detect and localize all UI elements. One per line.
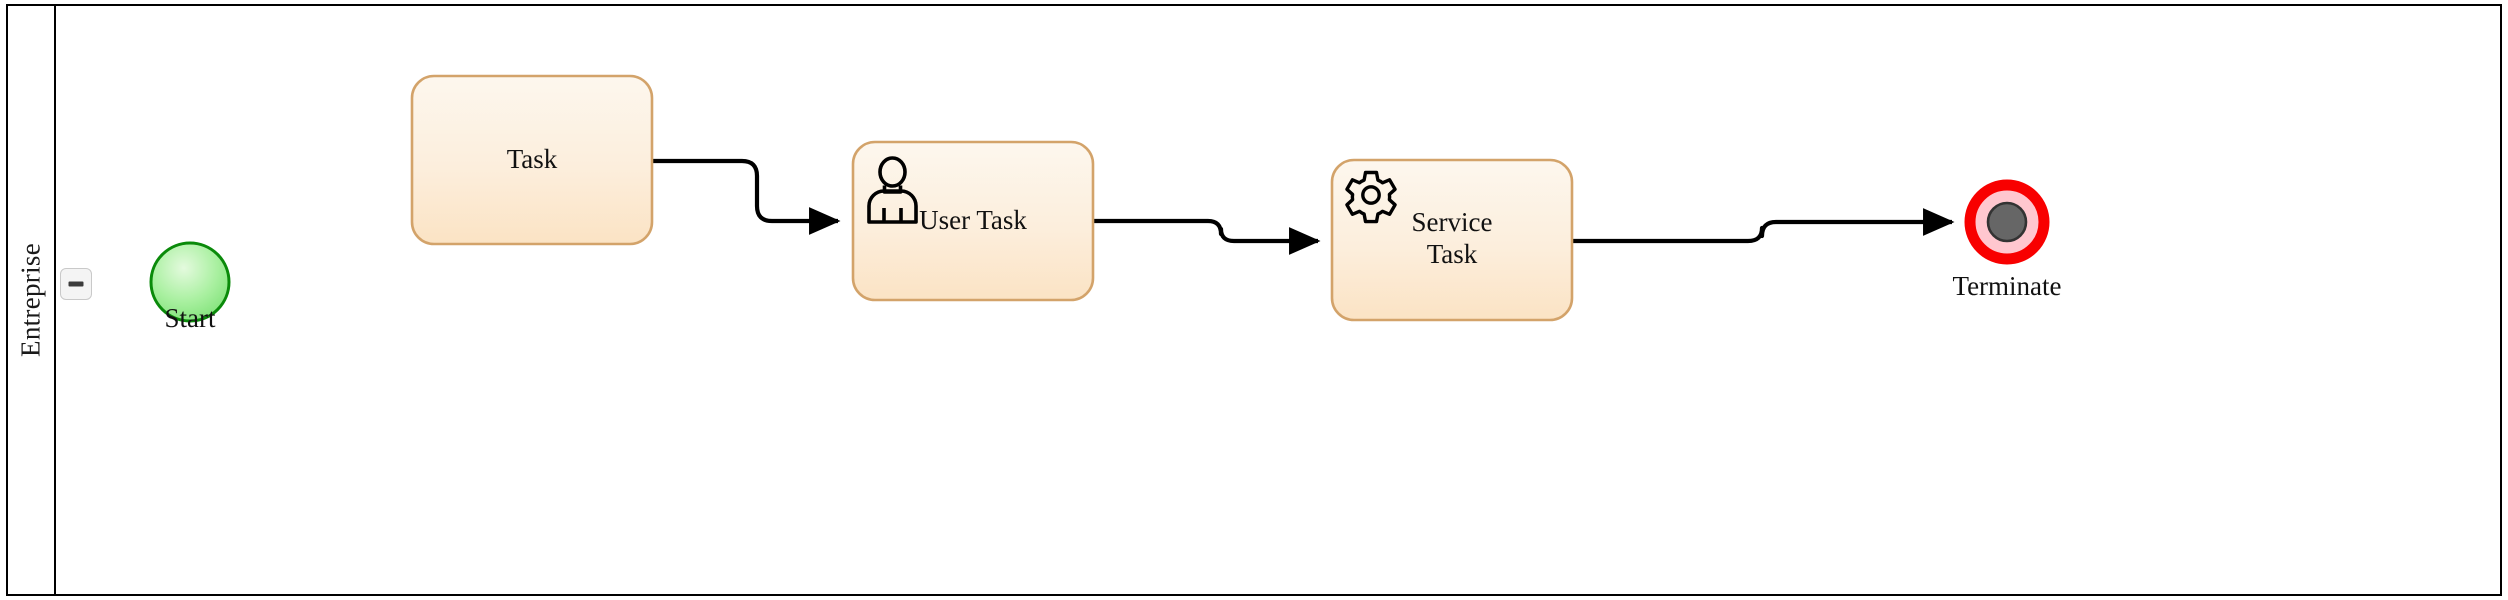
sequence-flow-task-to-user-task[interactable] — [652, 158, 841, 235]
pool-header: Entreprise — [8, 6, 56, 594]
pool-name-label: Entreprise — [15, 243, 46, 357]
task-shape[interactable] — [410, 74, 654, 246]
sequence-flow-service-task-to-terminate[interactable] — [1572, 208, 1955, 244]
pool-collapse-button[interactable] — [60, 268, 92, 300]
terminate-event-ring[interactable] — [1964, 179, 2050, 265]
sequence-flow-user-task-to-service-task[interactable] — [1093, 218, 1321, 255]
minus-icon — [68, 281, 84, 287]
user-task-shape[interactable] — [851, 140, 1095, 302]
start-event-shape[interactable] — [149, 241, 231, 323]
pool-entreprise[interactable]: Entreprise — [6, 4, 2502, 596]
service-task-shape[interactable] — [1330, 158, 1574, 322]
